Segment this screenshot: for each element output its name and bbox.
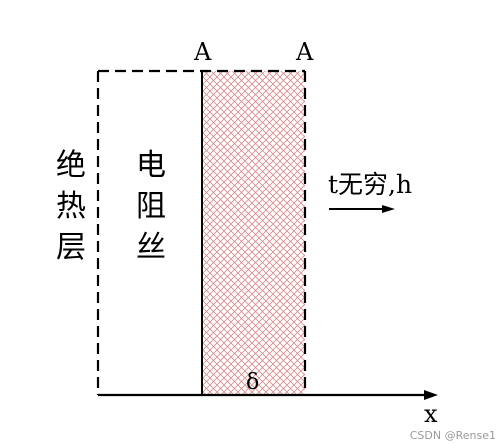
x-axis-arrowhead <box>424 390 438 400</box>
x-axis-label: x <box>424 400 438 428</box>
label-a-left: A <box>194 38 212 66</box>
insulation-char-3: 层 <box>56 230 86 265</box>
wire-char-1: 电 <box>136 148 166 183</box>
label-a-right: A <box>296 38 314 66</box>
wire-label: 电 阻 丝 <box>136 145 166 268</box>
insulation-char-2: 热 <box>56 189 86 224</box>
plate-region <box>202 71 305 395</box>
insulation-label: 绝 热 层 <box>56 145 86 268</box>
insulation-char-1: 绝 <box>56 148 86 183</box>
wire-char-2: 阻 <box>136 189 166 224</box>
flow-arrowhead <box>382 205 395 213</box>
wire-char-3: 丝 <box>136 230 166 265</box>
delta-label: δ <box>246 370 260 395</box>
watermark: CSDN @Rense1 <box>409 429 496 442</box>
flow-condition-label: t无穷,h <box>328 170 413 199</box>
